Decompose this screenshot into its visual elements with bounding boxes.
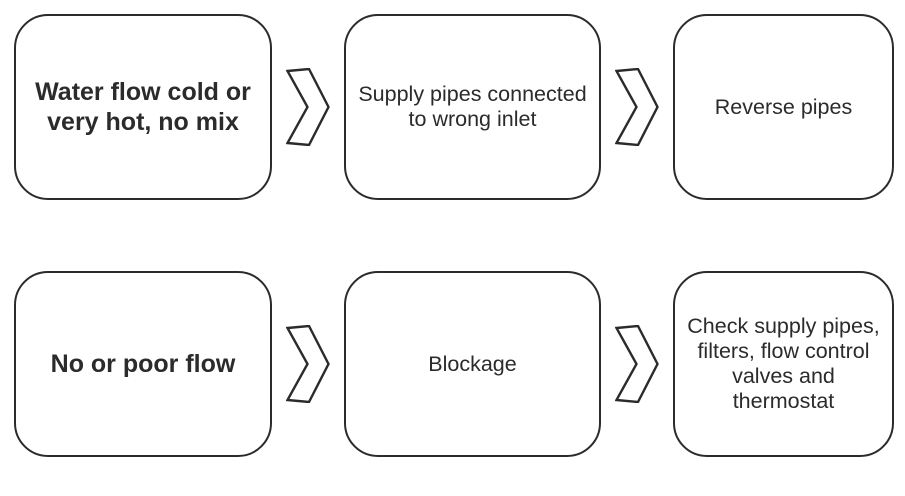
chevron-right-icon bbox=[615, 325, 659, 403]
cause-text-1: Supply pipes connected to wrong inlet bbox=[358, 82, 587, 131]
chevron-right-icon bbox=[286, 68, 330, 146]
problem-text-1: Water flow cold or very hot, no mix bbox=[35, 78, 251, 136]
chevron-right-icon bbox=[286, 325, 330, 403]
chevron-right-icon bbox=[615, 68, 659, 146]
cause-text-2: Blockage bbox=[428, 351, 517, 376]
problem-box-1: Water flow cold or very hot, no mix bbox=[14, 14, 272, 200]
cause-box-1: Supply pipes connected to wrong inlet bbox=[344, 14, 601, 200]
solution-box-1: Reverse pipes bbox=[673, 14, 894, 200]
problem-box-2: No or poor flow bbox=[14, 271, 272, 457]
solution-text-1: Reverse pipes bbox=[714, 94, 853, 119]
chevron-shape bbox=[615, 68, 659, 146]
chevron-shape bbox=[286, 68, 330, 146]
solution-box-2: Check supply pipes, filters, flow contro… bbox=[673, 271, 894, 457]
cause-box-2: Blockage bbox=[344, 271, 601, 457]
problem-text-2: No or poor flow bbox=[50, 350, 236, 378]
solution-text-2: Check supply pipes, filters, flow contro… bbox=[687, 314, 880, 413]
chevron-shape bbox=[286, 325, 330, 403]
flow-row-1: Water flow cold or very hot, no mix Supp… bbox=[14, 14, 894, 200]
flow-row-2: No or poor flow Blockage Check supply pi… bbox=[14, 271, 894, 457]
chevron-shape bbox=[615, 325, 659, 403]
